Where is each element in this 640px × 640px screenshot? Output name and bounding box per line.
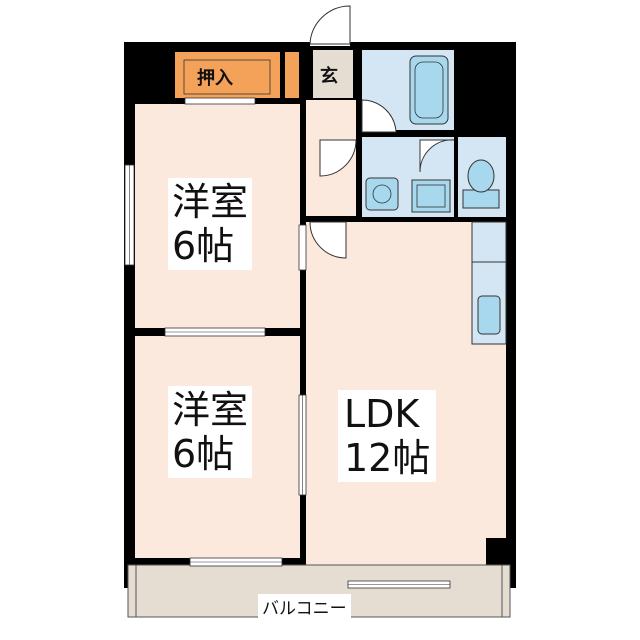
bathtub-inner — [414, 61, 444, 119]
balcony-label: バルコニー — [258, 594, 351, 619]
washroom-door-swing — [319, 139, 357, 177]
ldk-label: LDK 12帖 — [338, 390, 437, 482]
ldk-door-swing — [309, 221, 347, 259]
western-room-2-size: 6帖 — [172, 432, 235, 476]
kitchen-sink — [477, 295, 501, 335]
ldk-size: 12帖 — [344, 436, 431, 480]
western-room-1-name: 洋室 — [172, 180, 249, 224]
closet-label: 押入 — [197, 68, 233, 89]
toilet-door-swing — [419, 139, 455, 173]
entrance-door-opening — [310, 38, 350, 46]
western-room-1-label: 洋室 6帖 — [168, 178, 253, 270]
toilet-tank — [462, 189, 500, 209]
washing-machine-inner — [416, 184, 446, 208]
western-room-2-name: 洋室 — [172, 388, 249, 432]
western-room-2-label: 洋室 6帖 — [168, 386, 253, 478]
western-room-1-size: 6帖 — [172, 224, 235, 268]
entrance-label: 玄 — [320, 66, 338, 87]
bathroom-door-swing — [361, 99, 397, 133]
door-closet — [184, 97, 256, 105]
toilet-bowl — [467, 159, 495, 193]
closet-shelf — [183, 59, 271, 95]
pillar — [486, 538, 506, 566]
door-room1-ldk — [298, 224, 307, 271]
entrance-floor — [313, 50, 353, 98]
ldk-name: LDK — [344, 392, 420, 436]
washbasin-bowl — [372, 184, 392, 204]
closet-side — [285, 52, 299, 98]
entrance-door-swing — [309, 5, 351, 45]
